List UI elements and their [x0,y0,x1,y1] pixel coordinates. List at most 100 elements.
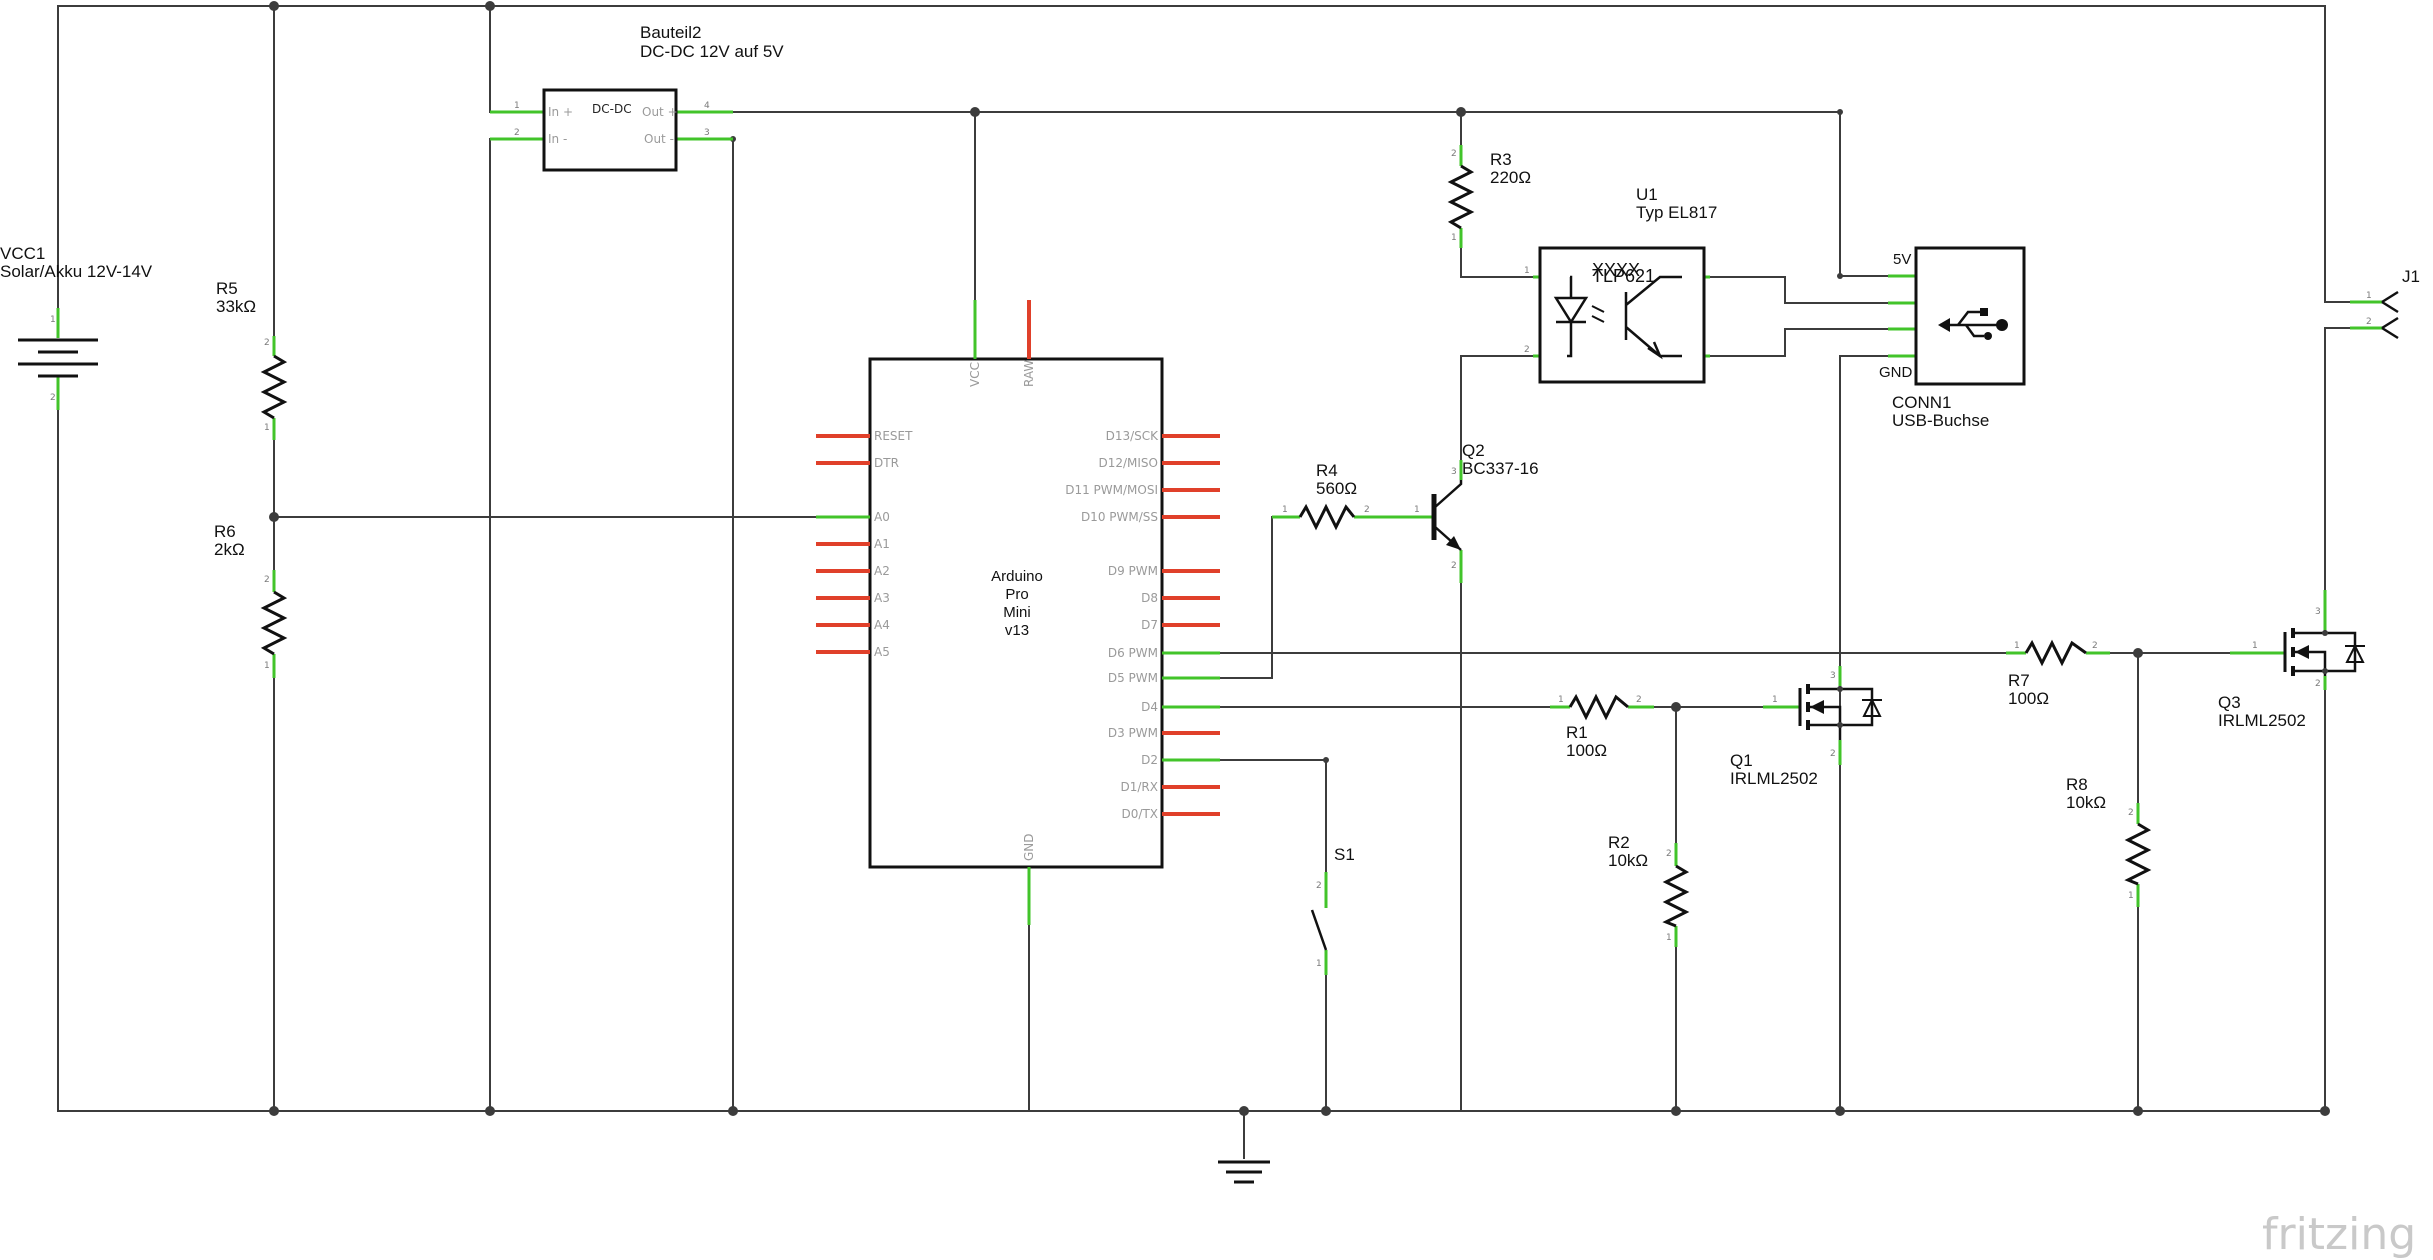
junction-dot [2133,1106,2143,1116]
wire-j1-2 [2324,327,2351,591]
r5-value: 33kΩ [216,297,256,316]
dcdc-converter: DC-DC In + In - Out + Out - 1 2 4 3 Baut… [490,23,784,172]
q3-value: IRLML2502 [2218,711,2306,730]
q3-zener-icon [2345,643,2365,663]
wire-d2-s1 [1219,759,1327,873]
arduino-right-pin-label: D4 [1141,700,1158,714]
mosfet-q3: 1 3 2 Q3 IRLML2502 [2218,590,2365,730]
wire-u1-usb-a [1709,276,1917,304]
q3-arrow-icon [2295,645,2309,659]
vcc1-value: Solar/Akku 12V-14V [0,262,153,281]
arduino-right-pin-label: D3 PWM [1108,726,1158,740]
junction-dot [485,1,495,11]
pin-number: 2 [2366,317,2372,327]
ground-icon [1218,1160,1270,1184]
pin-number: 3 [2315,607,2321,617]
pin-number: 1 [2366,291,2372,301]
pin-number: 4 [704,101,710,111]
pin-number: 1 [2014,641,2020,651]
arduino-pro-mini: VCC RAW GND Arduino Pro Mini v13 RESETDT… [816,300,1220,925]
junction-dot [269,1106,279,1116]
pin-number: 1 [2252,641,2258,651]
pin-number: 1 [1524,266,1530,276]
resistor-zigzag [2024,639,2087,667]
arduino-right-pin-label: D8 [1141,591,1158,605]
pin-number: 2 [1451,561,1457,571]
dcdc-pin-out-plus: Out + [642,105,678,119]
r7-ref: R7 [2008,671,2030,690]
pin-number: 2 [1316,881,1322,891]
pin-number: 2 [1666,849,1672,859]
dcdc-value: DC-DC 12V auf 5V [640,42,784,61]
wire-u1-q2 [1460,355,1534,481]
junction-dot [728,1106,738,1116]
pin-number: 1 [514,101,520,111]
q1-ref: Q1 [1730,751,1753,770]
junction-dot [269,512,279,522]
arduino-right-pin-label: D11 PWM/MOSI [1065,483,1158,497]
transistor-q2: 1 3 2 Q2 BC337-16 [1388,441,1539,583]
junction-dot [1835,1106,1845,1116]
wire-dcdc-outn [729,138,734,1112]
arduino-left-pin-label: RESET [874,429,913,443]
s1-ref: S1 [1334,845,1355,864]
mosfet-q1: 1 3 2 Q1 IRLML2502 [1730,666,1882,788]
dcdc-pin-in-plus: In + [548,105,573,119]
q3-ref: Q3 [2218,693,2241,712]
pin-number: 1 [264,423,270,433]
wire-u1-usb-b [1709,328,1917,357]
junction-dot [2133,648,2143,658]
arduino-name-2: Pro [1005,586,1028,603]
pin-number: 3 [1830,671,1836,681]
resistor-r8: 2 1 R8 10kΩ [2066,775,2152,907]
pin-number: 1 [264,661,270,671]
arduino-right-pin-label: D9 PWM [1108,564,1158,578]
arduino-right-pin-label: D1/RX [1121,780,1158,794]
junction-dot [1671,1106,1681,1116]
battery-vcc1: 1 2 VCC1 Solar/Akku 12V-14V [0,244,153,410]
junction-dot [1671,702,1681,712]
u1-ref: U1 [1636,185,1658,204]
pin-number: 2 [1524,345,1530,355]
resistor-r1: 1 2 R1 100Ω [1550,693,1654,760]
r6-value: 2kΩ [214,540,245,559]
pin-number: 2 [2128,808,2134,818]
q2-value: BC337-16 [1462,459,1539,478]
arduino-left-pin-label: A5 [874,645,890,659]
switch-s1: 2 1 S1 [1310,845,1355,975]
conn1-body [1914,246,2026,386]
wire-usb-gnd [1839,355,1917,1112]
junction-dot [1239,1106,1249,1116]
arduino-right-pin-label: D10 PWM/SS [1081,510,1158,524]
arduino-right-pin-label: D7 [1141,618,1158,632]
q1-zener-icon [1862,697,1882,717]
pin-number: 1 [50,315,56,325]
q2-ref: Q2 [1462,441,1485,460]
optocoupler-u1: XXXX TLP621 1 2 U1 Typ EL817 [1524,185,1717,384]
pin-number: 2 [514,128,520,138]
junction-dot [1837,686,1843,692]
conn1-pin-gnd: GND [1879,364,1913,381]
pin-number: 1 [1772,695,1778,705]
u1-value: Typ EL817 [1636,203,1717,222]
dcdc-body [542,88,678,172]
junction-dot [1837,722,1843,728]
pin-number: 2 [264,575,270,585]
arduino-left-pin-label: A4 [874,618,890,632]
pin-number: 1 [1316,959,1322,969]
arduino-left-pin-label: A2 [874,564,890,578]
resistor-zigzag [260,590,288,656]
pin-number: 2 [264,338,270,348]
arduino-pin-raw: RAW [1022,360,1036,387]
resistor-zigzag [1447,164,1475,230]
r5-ref: R5 [216,279,238,298]
r1-ref: R1 [1566,723,1588,742]
wire-dcdc-inp [489,5,513,113]
arduino-pin-gnd: GND [1022,833,1036,861]
wire-r3-u1 [1460,247,1534,278]
r8-value: 10kΩ [2066,793,2106,812]
q1-value: IRLML2502 [1730,769,1818,788]
junction-dot [1837,273,1843,279]
junction-dot [970,107,980,117]
junction-dot [2322,668,2328,674]
